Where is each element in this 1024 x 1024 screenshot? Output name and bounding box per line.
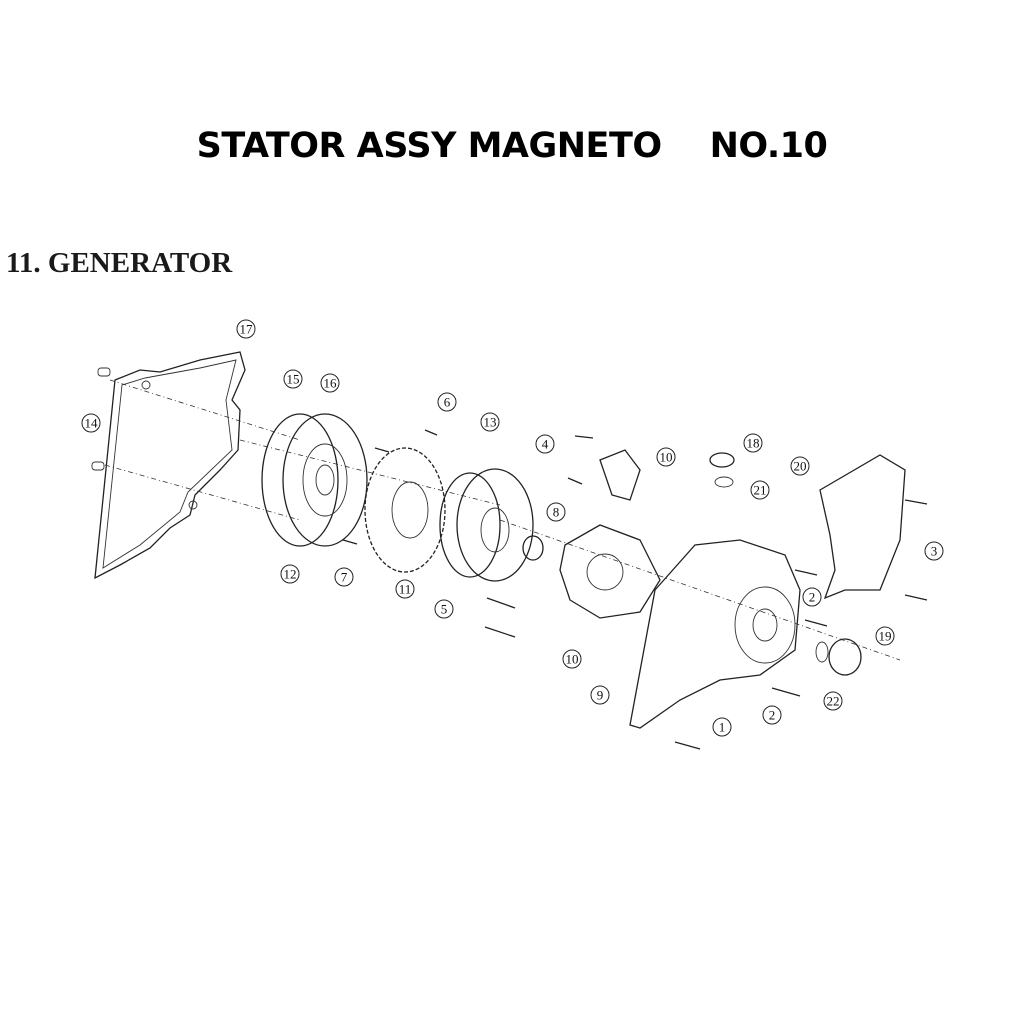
callout-6: 6 [437,392,457,412]
callout-17: 17 [236,319,256,339]
svg-text:8: 8 [553,505,560,520]
dowel-pin [97,367,111,377]
callout-18: 18 [743,433,763,453]
gasket [94,351,246,580]
callout-7: 7 [334,567,354,587]
svg-text:6: 6 [444,395,451,410]
callout-2b: 2 [762,705,782,725]
svg-text:20: 20 [794,459,807,474]
svg-text:21: 21 [754,483,767,498]
bolts [342,429,928,750]
svg-text:3: 3 [931,544,938,559]
callout-19: 19 [875,626,895,646]
cap [709,452,735,468]
generator-cover [629,539,801,729]
callout-22: 22 [823,691,843,711]
cap [828,638,862,676]
svg-text:10: 10 [566,652,579,667]
svg-text:15: 15 [287,372,300,387]
svg-text:14: 14 [85,416,99,431]
callout-16: 16 [320,373,340,393]
part-number: NO.10 [709,126,828,166]
callout-1: 1 [712,717,732,737]
callout-9: 9 [590,685,610,705]
callout-11: 11 [395,579,415,599]
callout-15: 15 [283,369,303,389]
svg-text:19: 19 [879,629,892,644]
rotor [439,468,534,582]
svg-text:4: 4 [542,437,549,452]
svg-text:7: 7 [341,570,348,585]
callout-10b: 10 [562,649,582,669]
callout-3: 3 [924,541,944,561]
callout-14: 14 [81,413,101,433]
page-title: STATOR ASSY MAGNETO NO.10 [0,126,1024,166]
section-title: 11. GENERATOR [6,247,233,279]
svg-text:18: 18 [747,436,760,451]
svg-text:5: 5 [441,602,448,617]
o-ring [815,641,829,663]
nut [522,535,544,561]
svg-text:16: 16 [324,376,338,391]
callout-10a: 10 [656,447,676,467]
svg-text:13: 13 [484,415,497,430]
callout-20: 20 [790,456,810,476]
side-cover [819,454,906,600]
svg-text:22: 22 [827,694,840,709]
svg-text:9: 9 [597,688,604,703]
part-title: STATOR ASSY MAGNETO [196,126,662,166]
callout-5: 5 [434,599,454,619]
callout-12: 12 [280,564,300,584]
callout-13: 13 [480,412,500,432]
svg-text:2: 2 [809,590,816,605]
svg-text:1: 1 [719,720,726,735]
callout-4: 4 [535,434,555,454]
callout-2a: 2 [802,587,822,607]
flywheel [261,413,368,547]
pulser-coil [599,449,641,501]
svg-text:11: 11 [399,582,412,597]
dowel-pin [91,461,105,471]
svg-text:10: 10 [660,450,673,465]
svg-text:2: 2 [769,708,776,723]
callout-21: 21 [750,480,770,500]
stator [559,524,661,619]
callout-8: 8 [546,502,566,522]
starter-gear [364,447,446,573]
svg-text:12: 12 [284,567,297,582]
svg-text:17: 17 [240,322,254,337]
o-ring [714,476,734,488]
